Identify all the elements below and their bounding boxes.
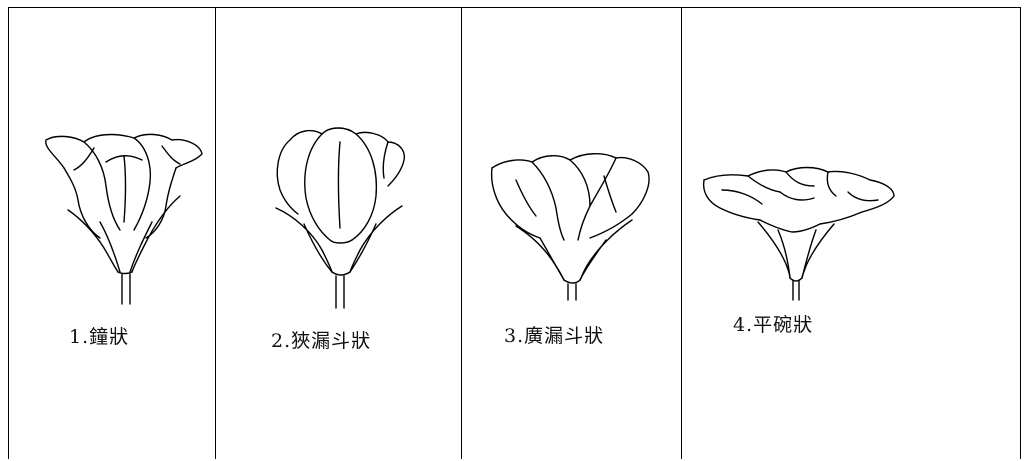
table-divider-3 — [681, 7, 682, 459]
table-top-border — [8, 7, 1020, 8]
caption-flat-bowl: 4.平碗狀 — [733, 314, 814, 336]
table-border-left — [8, 7, 9, 459]
caption-bell: 1.鐘狀 — [69, 326, 130, 348]
narrow-funnel-flower-drawing — [275, 127, 405, 309]
caption-wide-funnel: 3.廣漏斗狀 — [504, 325, 605, 347]
table-border-right — [1020, 7, 1021, 459]
panel-flat-bowl: 4.平碗狀 — [682, 8, 1020, 459]
flat-bowl-flower-drawing — [702, 166, 895, 301]
table-divider-2 — [461, 7, 462, 459]
bell-flower-drawing — [45, 133, 203, 305]
panel-bell: 1.鐘狀 — [9, 8, 215, 459]
caption-narrow-funnel: 2.狹漏斗狀 — [271, 330, 372, 352]
wide-funnel-flower-drawing — [490, 153, 650, 301]
table-divider-1 — [215, 7, 216, 459]
panel-narrow-funnel: 2.狹漏斗狀 — [216, 8, 461, 459]
panel-wide-funnel: 3.廣漏斗狀 — [462, 8, 681, 459]
